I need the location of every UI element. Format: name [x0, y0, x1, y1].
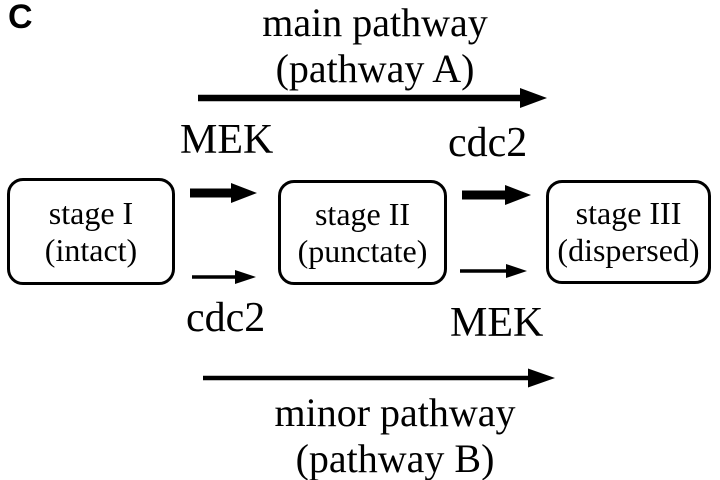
enzyme-label-cdc2-minor: cdc2 — [186, 295, 266, 341]
cdc2-arrow-stage1-to-stage2 — [192, 270, 256, 284]
stage-name: stage II — [314, 195, 411, 232]
minor-pathway-title: minor pathway — [274, 390, 516, 435]
stage-name: stage I — [48, 194, 134, 231]
minor-pathway-subtitle: (pathway B) — [295, 436, 495, 480]
enzyme-label-mek-minor: MEK — [450, 300, 544, 346]
main-pathway-label: main pathway (pathway A) — [175, 0, 575, 92]
main-pathway-subtitle: (pathway A) — [275, 46, 475, 91]
mek-arrow-stage2-to-stage3 — [460, 264, 527, 278]
cdc2-arrow-stage2-to-stage3 — [462, 185, 531, 205]
mek-arrow-stage1-to-stage2 — [190, 183, 257, 203]
main-pathway-title: main pathway — [262, 0, 488, 45]
stage-iii-box: stage III (dispersed) — [546, 180, 711, 284]
stage-ii-box: stage II (punctate) — [278, 180, 447, 285]
stage-description: (dispersed) — [557, 232, 700, 268]
stage-name: stage III — [575, 195, 682, 231]
stage-i-box: stage I (intact) — [7, 178, 175, 285]
main-pathway-arrow — [198, 88, 547, 108]
stage-description: (punctate) — [297, 232, 428, 269]
figure-panel-label: C — [8, 0, 33, 36]
minor-pathway-arrow — [203, 368, 555, 388]
minor-pathway-label: minor pathway (pathway B) — [195, 390, 595, 480]
stage-description: (intact) — [44, 231, 138, 268]
enzyme-label-mek-main: MEK — [180, 117, 274, 163]
enzyme-label-cdc2-main: cdc2 — [448, 120, 528, 166]
